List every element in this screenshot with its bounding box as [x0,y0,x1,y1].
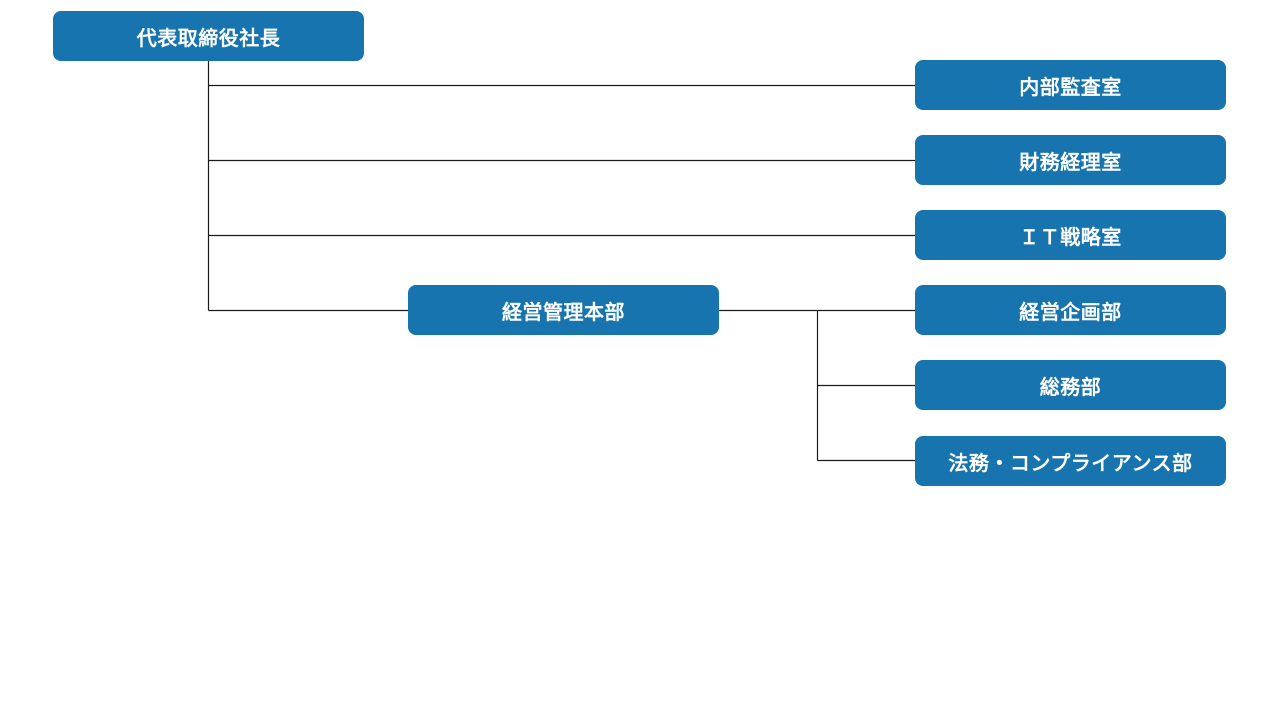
internal-audit-box: 内部監査室 [915,60,1226,110]
corporate-planning-label: 経営企画部 [1019,299,1122,324]
corporate-planning-box: 経営企画部 [915,285,1226,335]
management-hq-label: 経営管理本部 [502,299,625,324]
finance-accounting-box: 財務経理室 [915,135,1226,185]
ceo-box: 代表取締役社長 [53,11,364,61]
legal-compliance-label: 法務・コンプライアンス部 [948,450,1193,475]
legal-compliance-box: 法務・コンプライアンス部 [915,436,1226,486]
management-hq-box: 経営管理本部 [408,285,719,335]
finance-accounting-label: 財務経理室 [1019,149,1122,174]
internal-audit-label: 内部監査室 [1019,74,1122,99]
ceo-label: 代表取締役社長 [136,25,281,50]
general-affairs-label: 総務部 [1039,374,1102,399]
general-affairs-box: 総務部 [915,360,1226,410]
it-strategy-box: ＩＴ戦略室 [915,210,1226,260]
it-strategy-label: ＩＴ戦略室 [1019,224,1122,249]
